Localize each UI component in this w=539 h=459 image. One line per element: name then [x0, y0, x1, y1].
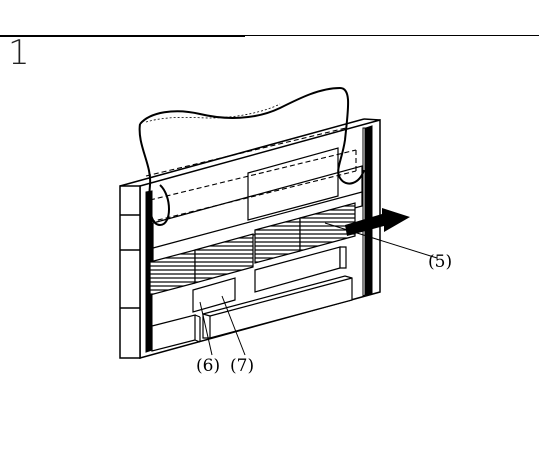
leader-lines	[199, 222, 438, 356]
arrow-right-icon	[345, 208, 410, 236]
top-rule-left	[0, 35, 245, 37]
side-rails	[145, 125, 373, 353]
step-number: 1	[8, 33, 30, 73]
vent-grilles	[149, 202, 356, 296]
callout-6: (6)	[196, 356, 220, 376]
callout-5: (5)	[428, 252, 452, 272]
dust-cover	[138, 86, 365, 227]
top-rule-right	[245, 35, 539, 36]
lower-blocks	[151, 246, 353, 352]
panel-lines	[152, 147, 363, 263]
cover-outline	[145, 127, 357, 223]
callout-7: (7)	[230, 356, 254, 376]
